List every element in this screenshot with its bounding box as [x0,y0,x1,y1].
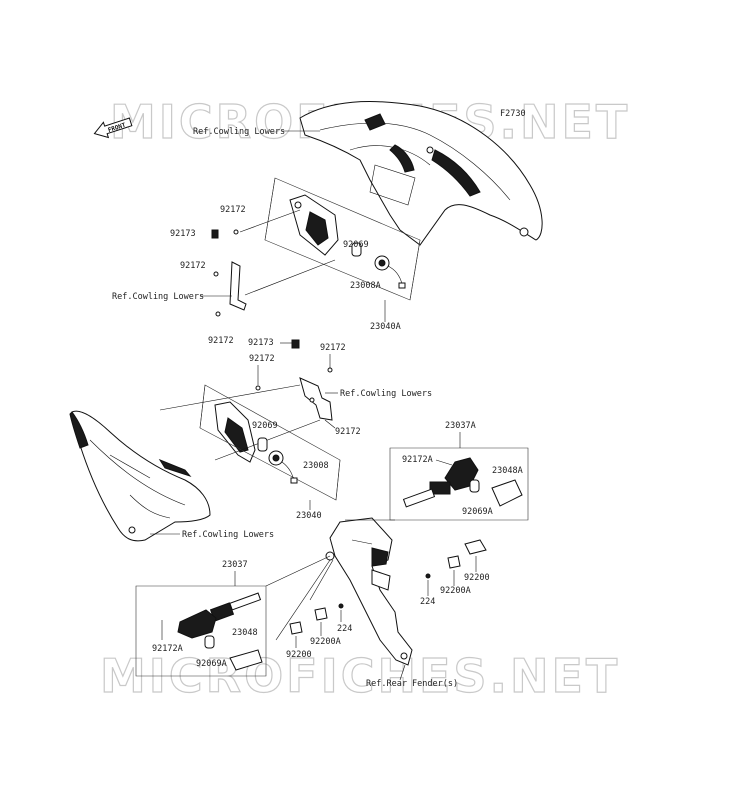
part-92172A-left: 92172A [152,644,183,654]
middle-turn-signal-housing [214,401,256,463]
plate-92200-left [289,621,303,635]
ref-cowling-lowers-3: Ref.Cowling Lowers [340,389,432,399]
part-92069A-left: 92069A [196,659,227,669]
bulb-92069-middle [257,437,268,452]
grommet-92173 [291,339,300,349]
part-23008: 23008 [303,461,329,471]
plate-92200A-left [314,607,328,621]
part-92173-a: 92173 [170,229,196,239]
part-92172-b: 92172 [180,261,206,271]
box-23037A [389,447,529,521]
socket-23008A [374,255,406,289]
part-92200A-right: 92200A [440,586,471,596]
part-92200A-left: 92200A [310,637,341,647]
lens-23048 [229,649,263,671]
part-92200-left: 92200 [286,650,312,660]
part-92069-middle: 92069 [252,421,278,431]
upper-left-bracket [211,229,247,317]
part-92069A-right: 92069A [462,507,493,517]
part-92172-e: 92172 [320,343,346,353]
screw-224-left [338,603,344,609]
part-23048: 23048 [232,628,258,638]
part-92069-upper: 92069 [343,240,369,250]
middle-bracket [299,377,333,421]
part-23037A: 23037A [445,421,476,431]
plate-92200-right [464,539,487,555]
part-92172-a: 92172 [220,205,246,215]
upper-cowling-part [299,101,543,246]
part-224-right: 224 [420,597,435,607]
plate-92200A-right [447,555,461,569]
ref-cowling-lowers-1: Ref.Cowling Lowers [193,127,285,137]
ref-rear-fender: Ref.Rear Fender(s) [366,679,458,689]
part-92200-right: 92200 [464,573,490,583]
socket-23008 [268,450,298,484]
figure-code: F2730 [500,109,526,119]
bulb-92069A-left [204,635,215,649]
bulb-92069-upper [351,242,362,257]
screw-224-right [425,573,431,579]
part-92172-c: 92172 [208,336,234,346]
part-224-left: 224 [337,624,352,634]
upper-turn-signal-housing [289,194,339,256]
part-92172-d: 92172 [249,354,275,364]
part-23040A: 23040A [370,322,401,332]
part-92173-b: 92173 [248,338,274,348]
box-23037 [135,585,267,677]
ref-cowling-lowers-4: Ref.Cowling Lowers [182,530,274,540]
part-92172-f: 92172 [335,427,361,437]
right-turn-signal-lens [402,457,479,508]
bulb-92069A-right [469,479,480,493]
ref-cowling-lowers-2: Ref.Cowling Lowers [112,292,204,302]
part-23008A: 23008A [350,281,381,291]
lens-23048A [491,479,523,507]
lower-cowling-part [69,410,211,542]
part-92172A-right: 92172A [402,455,433,465]
part-23040: 23040 [296,511,322,521]
part-23048A: 23048A [492,466,523,476]
rear-fender-bracket [325,517,413,666]
left-turn-signal-lens [177,592,262,639]
part-23037: 23037 [222,560,248,570]
